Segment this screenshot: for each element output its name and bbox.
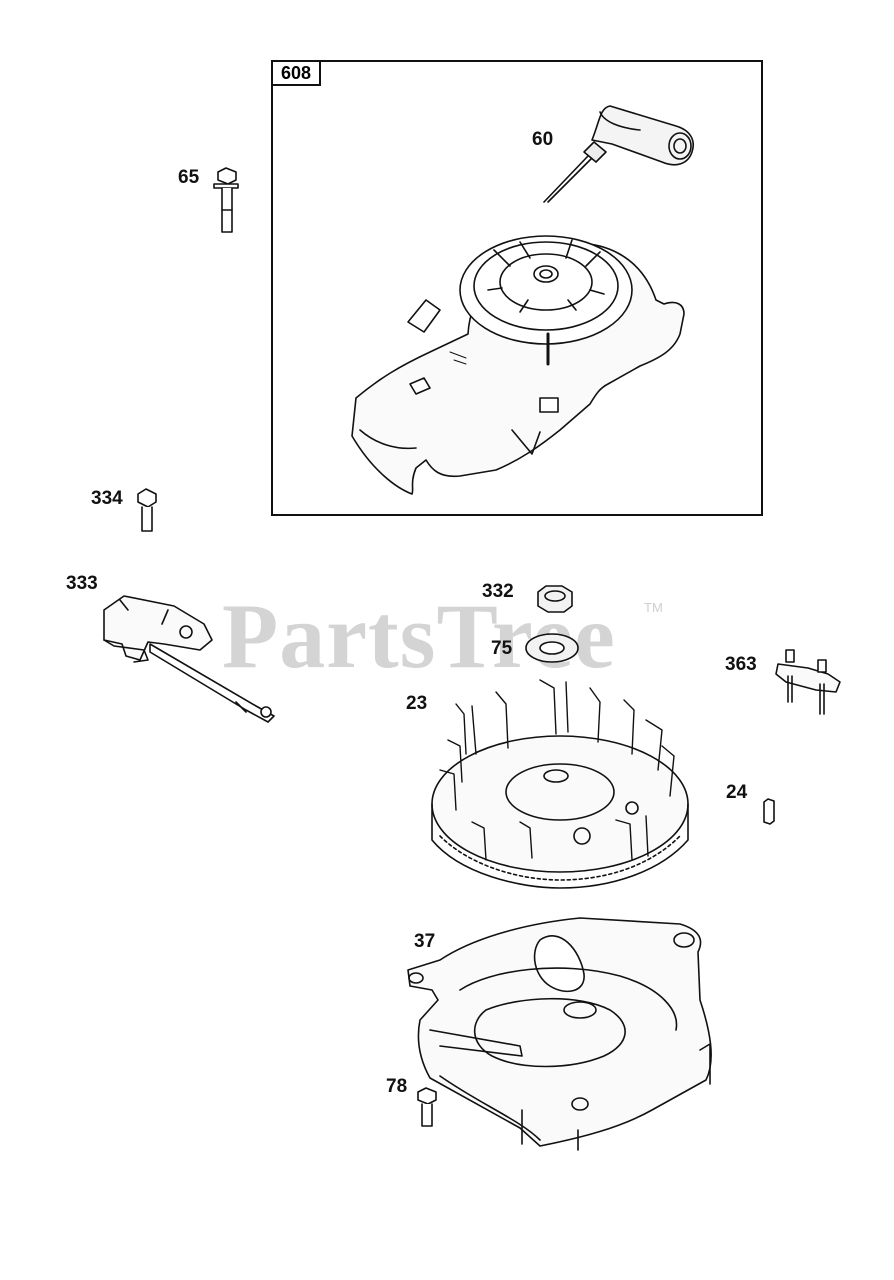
part-75-washer[interactable]	[525, 633, 579, 663]
callout-334[interactable]: 334	[91, 488, 123, 509]
part-60-starter-handle[interactable]	[543, 105, 694, 203]
part-23-flywheel[interactable]	[431, 679, 689, 889]
part-363-brake[interactable]	[775, 649, 841, 715]
part-334-screw[interactable]	[137, 488, 157, 532]
callout-65[interactable]: 65	[178, 167, 200, 188]
rewind-starter-housing[interactable]	[351, 235, 685, 495]
callout-363[interactable]: 363	[725, 654, 757, 675]
assembly-608-box	[271, 60, 763, 516]
callout-333[interactable]: 333	[66, 573, 98, 594]
part-37-blower-housing[interactable]	[407, 917, 712, 1151]
callout-24[interactable]: 24	[726, 782, 748, 803]
part-332-nut[interactable]	[537, 585, 573, 613]
callout-78[interactable]: 78	[386, 1076, 408, 1097]
callout-23[interactable]: 23	[406, 693, 428, 714]
callout-60[interactable]: 60	[532, 129, 554, 150]
part-24-key[interactable]	[763, 798, 775, 825]
callout-332[interactable]: 332	[482, 581, 514, 602]
part-333-armature[interactable]	[103, 595, 275, 723]
assembly-608-tag: 608	[271, 60, 321, 86]
callout-75[interactable]: 75	[491, 638, 513, 659]
trademark-mark: TM	[644, 600, 663, 615]
part-65-screw[interactable]	[213, 167, 239, 233]
part-78-screw[interactable]	[417, 1087, 437, 1127]
callout-37[interactable]: 37	[414, 931, 436, 952]
